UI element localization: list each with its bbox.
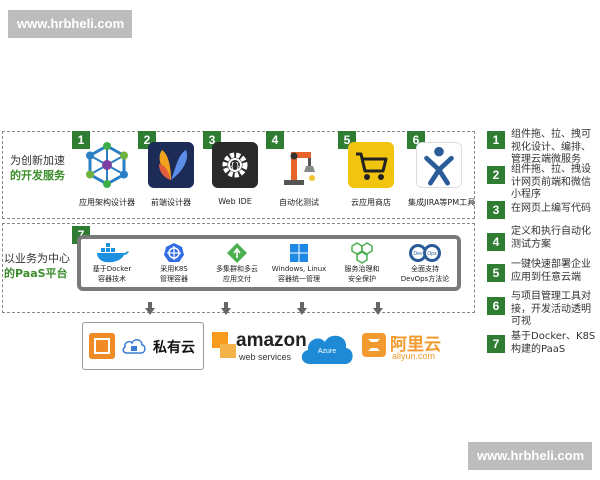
tool-automated-testing[interactable]: 自动化测试 <box>268 142 330 208</box>
arrow-down-icon <box>221 302 231 315</box>
feature-number-6: 6 <box>487 297 505 315</box>
windows-linux-icon <box>268 242 330 264</box>
section-dev-services-label: 为创新加速 的开发服务 <box>10 153 74 183</box>
paas-item-line2: 应用交付 <box>223 275 251 283</box>
docker-whale-icon <box>81 242 143 264</box>
hexagon-cluster-icon <box>331 242 393 264</box>
paas-platform-box <box>2 223 475 313</box>
feature-number-5: 5 <box>487 264 505 282</box>
tool-label: 自动化测试 <box>279 198 319 207</box>
tool-label: 云应用商店 <box>351 198 391 207</box>
dev-services-box <box>2 131 475 219</box>
aliyun-wordmark: 阿里云 <box>390 335 441 355</box>
azure-label: Azure <box>317 348 337 355</box>
feature-item-3: 在网页上编写代码 <box>511 203 591 214</box>
paas-item-line1: 全面支持 <box>411 265 439 273</box>
arrow-down-icon <box>373 302 383 315</box>
tool-jira-integration[interactable]: 集成JIRA等PM工具 <box>408 142 476 208</box>
server-icon <box>89 333 115 359</box>
paas-item-multicloud: 多集群和多云 应用交付 <box>206 242 268 284</box>
tool-number-1: 1 <box>72 131 90 149</box>
svg-text:{}: {} <box>230 162 241 172</box>
paas-item-line2: 容器统一管理 <box>278 275 320 283</box>
amazon-web-services-logo: amazon web services <box>212 330 307 364</box>
paas-item-line1: 基于Docker <box>92 265 132 273</box>
robot-arm-icon <box>276 142 322 188</box>
paas-item-line1: 多集群和多云 <box>216 265 258 273</box>
paas-item-k8s: 采用K8S 管理容器 <box>143 242 205 284</box>
aliyun-icon <box>362 333 386 357</box>
paas-item-devops: Dev Ops 全面支持 DevOps方法论 <box>394 242 456 284</box>
paas-item-line1: 服务治理和 <box>344 265 380 273</box>
arrow-down-icon <box>145 302 155 315</box>
cloud-lock-icon <box>121 337 147 355</box>
feature-item-2: 组件拖、拉、拽设计网页前端和微信小程序 <box>511 164 591 200</box>
paas-item-line1: Windows, Linux <box>271 265 327 273</box>
feature-item-5: 一键快速部署企业应用到任意云端 <box>511 259 591 283</box>
paas-item-governance: 服务治理和 安全保护 <box>331 242 393 284</box>
feature-item-1: 组件拖、拉、拽可视化设计、编排、管理云端微服务 <box>511 129 591 165</box>
gear-code-icon: {} <box>212 142 258 188</box>
feature-number-1: 1 <box>487 131 505 149</box>
paas-item-docker: 基于Docker 容器技术 <box>81 242 143 284</box>
paas-item-line2: 安全保护 <box>348 275 376 283</box>
gear-dev-label: Dev <box>414 251 423 257</box>
tool-label: 集成JIRA等PM工具 <box>408 198 476 207</box>
feature-item-6: 与项目管理工具对接，开发活动透明可视 <box>511 291 591 327</box>
tool-label: 前端设计器 <box>151 198 191 207</box>
private-cloud-box: 私有云 <box>82 322 204 370</box>
aliyun-logo: 阿里云 aliyun.com <box>362 330 454 364</box>
gear-ops-label: Ops <box>427 251 437 257</box>
web-services-text: web services <box>239 352 292 362</box>
tool-label: 应用架构设计器 <box>79 198 135 207</box>
section1-prefix: 为创新加速 <box>10 154 65 167</box>
feature-number-2: 2 <box>487 166 505 184</box>
kubernetes-icon <box>143 242 205 264</box>
section-paas-label: 以业务为中心 的PaaS平台 <box>4 251 78 281</box>
feature-number-4: 4 <box>487 233 505 251</box>
amazon-wordmark: amazon <box>236 330 307 351</box>
arrow-down-icon <box>297 302 307 315</box>
tool-web-ide[interactable]: {} Web IDE <box>204 142 266 206</box>
section2-prefix: 以业务为中心 <box>4 252 70 265</box>
feature-number-7: 7 <box>487 335 505 353</box>
tool-frontend-designer[interactable]: 前端设计器 <box>140 142 202 208</box>
jira-icon <box>416 142 462 188</box>
devops-gears-icon: Dev Ops <box>394 242 456 264</box>
route-sign-icon <box>206 242 268 264</box>
section1-highlight: 的开发服务 <box>10 169 65 182</box>
private-cloud-label: 私有云 <box>153 340 195 356</box>
butterfly-icon <box>148 142 194 188</box>
azure-logo: Azure <box>298 328 356 368</box>
paas-capabilities-panel: 基于Docker 容器技术 采用K8S 管理容器 多集群和多云 应用交付 <box>77 235 461 291</box>
tool-label: Web IDE <box>218 197 252 206</box>
section2-highlight: 的PaaS平台 <box>4 267 68 280</box>
paas-item-win-linux: Windows, Linux 容器统一管理 <box>268 242 330 284</box>
feature-item-7: 基于Docker、K8S构建的PaaS <box>511 331 596 355</box>
aliyun-url-text: aliyun.com <box>392 351 436 361</box>
paas-item-line2: DevOps方法论 <box>400 275 450 283</box>
tool-architecture-designer[interactable]: 应用架构设计器 <box>76 142 138 208</box>
tool-number-4: 4 <box>266 131 284 149</box>
tool-app-store[interactable]: 云应用商店 <box>340 142 402 208</box>
feature-item-4: 定义和执行自动化测试方案 <box>511 226 591 250</box>
watermark-top: www.hrbheli.com <box>8 10 132 38</box>
paas-item-line2: 容器技术 <box>98 275 126 283</box>
hexagon-network-icon <box>84 142 130 188</box>
feature-number-3: 3 <box>487 201 505 219</box>
paas-item-line1: 采用K8S <box>160 265 188 273</box>
paas-item-line2: 管理容器 <box>160 275 188 283</box>
watermark-bottom: www.hrbheli.com <box>468 442 592 470</box>
shopping-cart-icon <box>348 142 394 188</box>
